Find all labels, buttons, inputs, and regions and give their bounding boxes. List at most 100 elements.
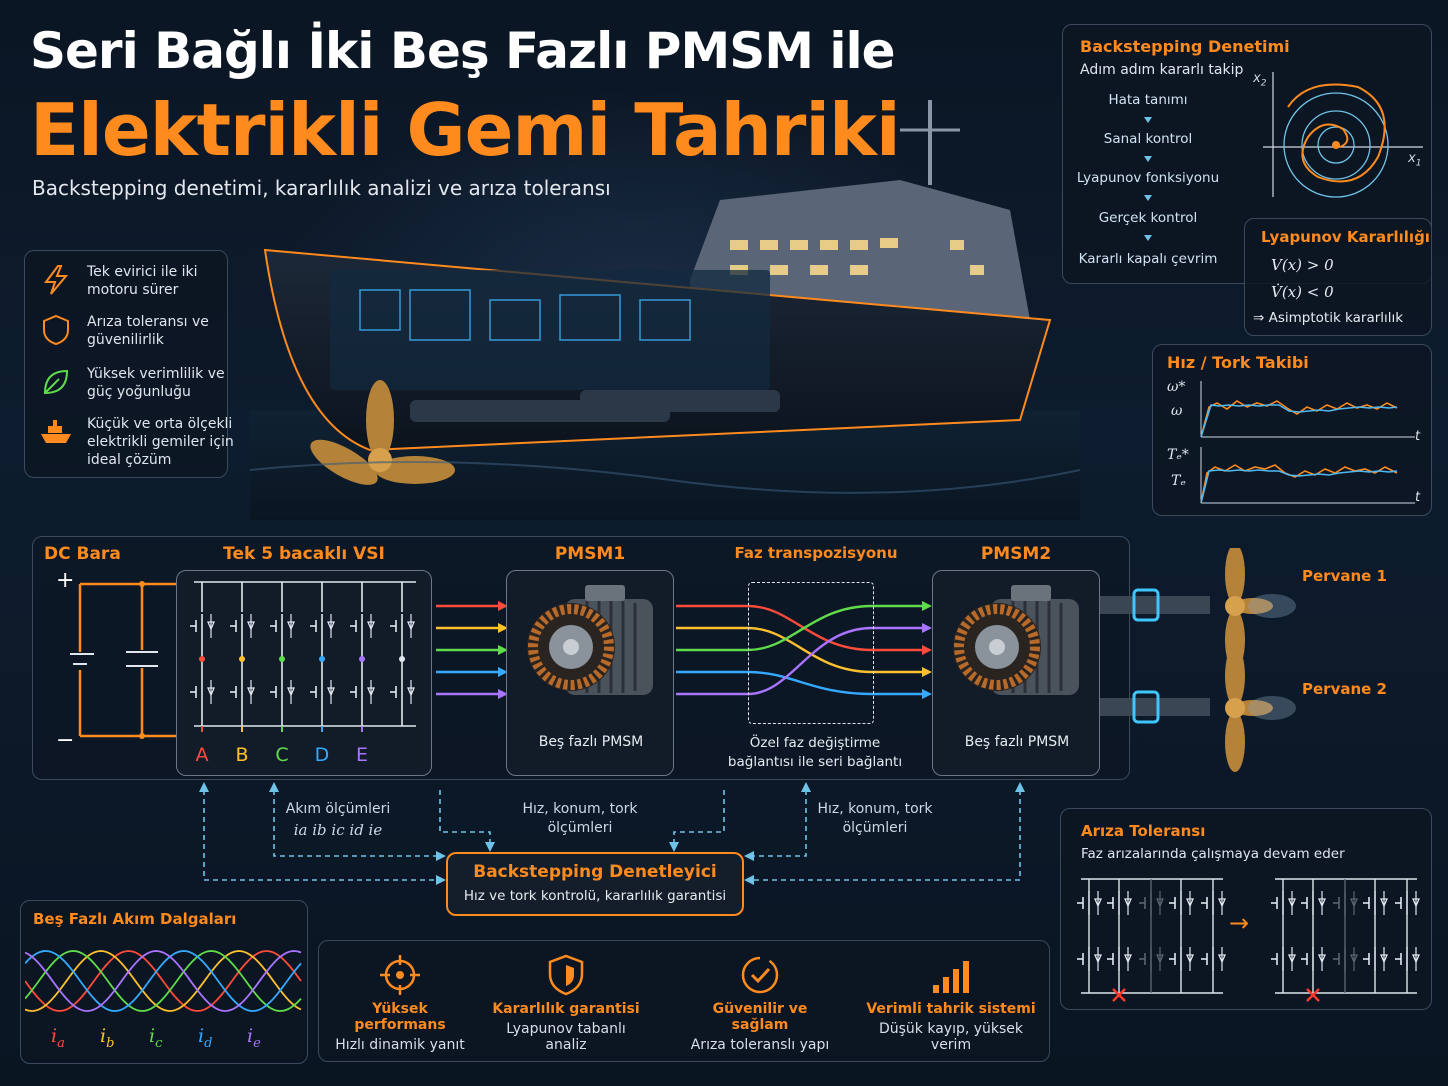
feature-item: Arıza toleransı ve güvenilirlik: [39, 313, 237, 349]
phase-wire: [436, 623, 932, 677]
flow-arrow: [1144, 117, 1152, 123]
inverter-leg: [350, 582, 375, 732]
benefit-item: Yüksek performans Hızlı dinamik yanıt: [325, 953, 475, 1053]
vsi-switch-grid: [190, 581, 416, 732]
torque-ref-label: Tₑ*: [1167, 447, 1189, 463]
shield-check-icon: [548, 954, 584, 996]
fault-subtitle: Faz arızalarında çalışmaya devam eder: [1081, 846, 1345, 862]
vsi-title: Tek 5 bacaklı VSI: [223, 544, 385, 564]
backstepping-title: Backstepping Denetimi: [1080, 37, 1290, 56]
benefit-item: Güvenilir ve sağlam Arıza toleranslı yap…: [685, 953, 835, 1053]
wave-phase-a: [25, 950, 302, 1012]
crosshair-icon: [380, 955, 420, 995]
fault-inverter-leg: [1271, 879, 1296, 993]
wave-label: ib: [100, 1025, 115, 1051]
fault-inverter-leg: [1107, 879, 1132, 993]
t-axis-label-1: t: [1415, 429, 1421, 444]
pmsm1-caption: Beş fazlı PMSM: [538, 734, 644, 750]
speed-measurement-label-2: Hız, konum, tork ölçümleri: [817, 801, 933, 836]
dc-minus-label: −: [56, 728, 75, 753]
lightning-icon: [39, 263, 73, 297]
fault-title: Arıza Toleransı: [1081, 822, 1206, 840]
propeller2-label: Pervane 2: [1302, 680, 1387, 698]
dc-bus-title: DC Bara: [44, 544, 121, 564]
inverter-leg: [310, 582, 335, 732]
lyapunov-panel: Lyapunov Kararlılığı V(x) > 0 V̇(x) < 0 …: [1244, 218, 1432, 336]
fault-inverter-leg: [1201, 879, 1226, 993]
phase-label-e: E: [355, 744, 368, 766]
flow-step: Hata tanımı: [1108, 92, 1188, 108]
bars-icon: [933, 961, 969, 993]
page-title-line1: Seri Bağlı İki Beş Fazlı PMSM ile: [30, 22, 896, 80]
feature-item: Tek evirici ile iki motoru sürer: [39, 263, 237, 299]
fault-inverter-leg: [1169, 879, 1194, 993]
omega-label: ω: [1171, 403, 1183, 419]
pmsm1-motor-icon: [527, 585, 653, 695]
transposition-title: Faz transpozisyonu: [734, 544, 898, 562]
benefit-subtitle: Hızlı dinamik yanıt: [335, 1037, 465, 1053]
controller-title: Backstepping Denetleyici: [473, 862, 717, 882]
flow-step: Kararlı kapalı çevrim: [1078, 251, 1218, 267]
wave-phase-e: [25, 950, 302, 1012]
fault-tolerance-panel: Arıza Toleransı Faz arızalarında çalışma…: [1060, 808, 1432, 1010]
waves-title: Beş Fazlı Akım Dalgaları: [33, 910, 237, 928]
benefit-item: Verimli tahrik sistemi Düşük kayıp, yüks…: [859, 953, 1043, 1053]
feedback-lines: [199, 782, 1025, 885]
benefit-title: Güvenilir ve sağlam: [712, 1001, 808, 1033]
feature-text: Arıza toleransı ve güvenilirlik: [87, 314, 209, 348]
feature-item: Küçük ve orta ölçekli elektrikli gemiler…: [39, 415, 237, 469]
benefit-title: Kararlılık garantisi: [492, 1001, 640, 1017]
fault-inverter-leg: [1139, 879, 1164, 993]
dc-plus-label: +: [56, 568, 75, 593]
page-subtitle: Backstepping denetimi, kararlılık analiz…: [32, 176, 611, 200]
omega-ref-label: ω*: [1167, 379, 1186, 395]
fault-inverter-leg: [1077, 879, 1102, 993]
benefits-panel: Yüksek performans Hızlı dinamik yanıt Ka…: [318, 940, 1050, 1062]
fault-inverter-after: [1271, 878, 1420, 1002]
leaf-icon: [39, 365, 73, 399]
benefit-subtitle: Düşük kayıp, yüksek verim: [878, 1021, 1024, 1053]
inverter-leg: [190, 582, 215, 732]
propellers-illustration: [1100, 548, 1296, 772]
page-title-line2: Elektrikli Gemi Tahriki: [30, 88, 901, 172]
fault-arrow: →: [1229, 909, 1250, 937]
benefit-item: Kararlılık garantisi Lyapunov tabanlı an…: [491, 953, 641, 1053]
t-axis-label-2: t: [1415, 490, 1421, 505]
fault-inverter-leg: [1333, 879, 1358, 993]
wave-label: id: [198, 1025, 213, 1051]
shield-icon: [39, 313, 73, 347]
propeller1-label: Pervane 1: [1302, 567, 1387, 585]
backstepping-subtitle: Adım adım kararlı takip: [1080, 62, 1244, 78]
axis-x2-label: x2: [1253, 71, 1267, 89]
wave-phase-d: [25, 950, 302, 1012]
feature-text: Yüksek verimlilik ve güç yoğunluğu: [87, 366, 225, 400]
phase-label-a: A: [195, 744, 209, 766]
dc-bus-circuit: [70, 581, 176, 739]
phase-wire: [436, 623, 932, 699]
current-measurement-label: Akım ölçümleri: [285, 801, 391, 817]
lyapunov-line2: V̇(x) < 0: [1271, 283, 1334, 301]
phase-wire: [436, 667, 932, 699]
benefit-title: Yüksek performans: [354, 1001, 446, 1033]
fault-inverter-leg: [1301, 879, 1326, 993]
wave-phase-c: [25, 950, 302, 1012]
wave-label: ie: [247, 1025, 261, 1051]
inverter-leg: [390, 582, 415, 726]
vsi-box: [176, 570, 432, 776]
superstructure: [690, 180, 1030, 330]
fault-inverter-before: [1077, 878, 1226, 1002]
phase-wires: [436, 601, 932, 699]
torque-label: Tₑ: [1171, 473, 1186, 489]
transposition-box: [748, 582, 874, 724]
tracking-panel: Hız / Tork Takibi ω* ω Tₑ* Tₑ t t: [1152, 344, 1432, 516]
pmsm2-box: Beş fazlı PMSM: [932, 570, 1100, 776]
fault-inverter-leg: [1363, 879, 1388, 993]
speed-measurement-label-1: Hız, konum, tork ölçümleri: [522, 801, 638, 836]
lyapunov-line3: ⇒ Asimptotik kararlılık: [1253, 310, 1404, 326]
wave-label: ia: [51, 1025, 65, 1051]
current-symbols: ia ib ic id ie: [293, 821, 383, 839]
flow-arrow: [1144, 195, 1152, 201]
features-panel: Tek evirici ile iki motoru sürer Arıza t…: [24, 250, 234, 478]
